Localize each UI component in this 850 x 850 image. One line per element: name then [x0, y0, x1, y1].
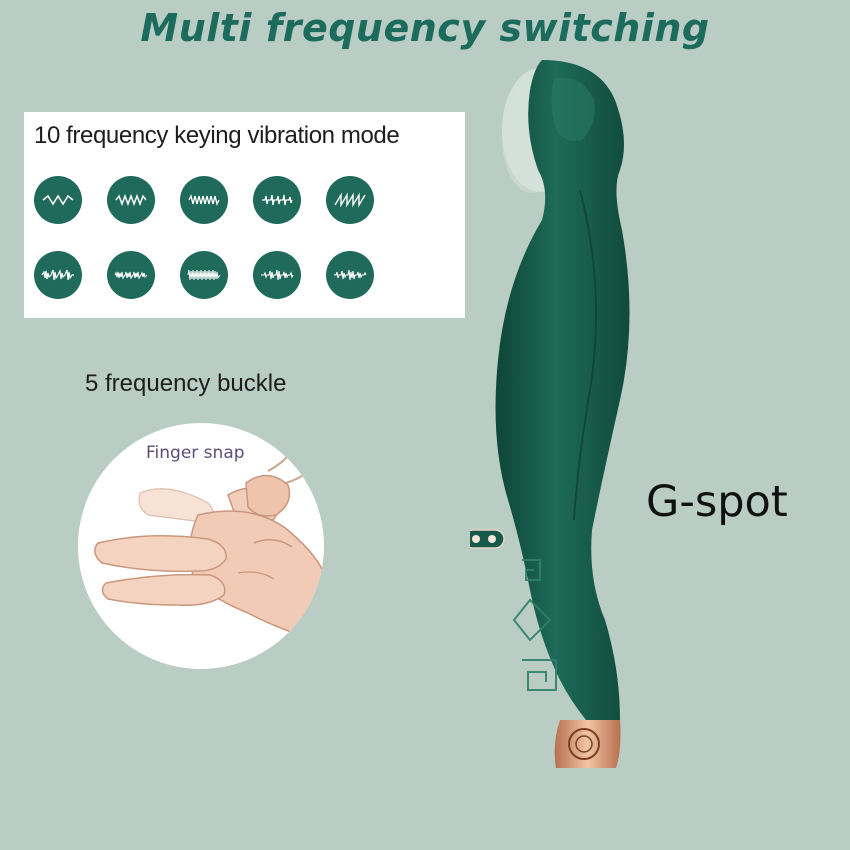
wave-slow-icon: [34, 176, 82, 224]
wave-medium-icon: [107, 176, 155, 224]
wave-pulse-icon: [253, 176, 301, 224]
gspot-label: G-spot: [646, 477, 788, 527]
headline-title: Multi frequency switching: [140, 6, 710, 50]
wave-sawtooth-icon: [326, 176, 374, 224]
wave-burst-1-icon: [34, 251, 82, 299]
finger-snap-illustration: Finger snap: [78, 423, 324, 669]
buckle-caption: 5 frequency buckle: [85, 370, 287, 397]
vibration-mode-panel: 10 frequency keying vibration mode: [24, 112, 465, 318]
wave-fast-icon: [180, 176, 228, 224]
mode-icon-grid: [34, 176, 394, 326]
mode-panel-title: 10 frequency keying vibration mode: [34, 122, 400, 149]
wave-burst-3-icon: [180, 251, 228, 299]
mode-row-2: [34, 251, 394, 299]
wave-burst-2-icon: [107, 251, 155, 299]
wave-burst-4-icon: [253, 251, 301, 299]
hand-snap-icon: [94, 452, 324, 644]
mode-row-1: [34, 176, 394, 224]
wave-burst-5-icon: [326, 251, 374, 299]
vibrator-product-image: [470, 60, 630, 768]
finger-snap-label: Finger snap: [146, 443, 245, 463]
